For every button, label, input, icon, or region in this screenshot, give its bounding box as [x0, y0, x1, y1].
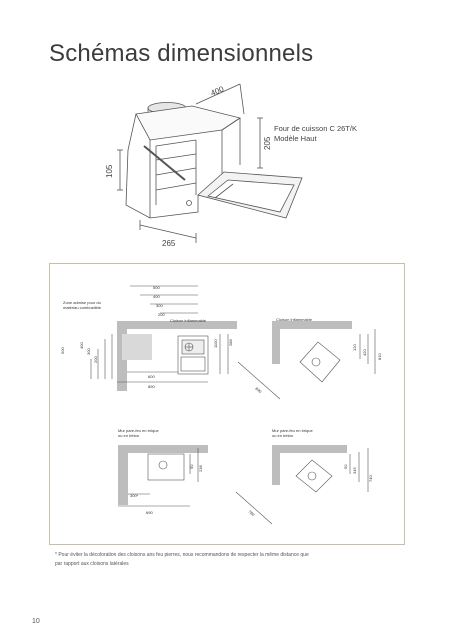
zone-label-line2: matériau combustible — [63, 305, 102, 310]
d4-wall-label-line2: ou en béton — [272, 433, 293, 438]
clearance-diagrams-panel: Zone admise pour du matériau combustible… — [49, 263, 405, 545]
d1-dim-600: 600 — [148, 374, 155, 379]
d3-dim-238: 238 — [198, 465, 203, 472]
d1-side-500: 500 — [60, 347, 65, 354]
footnote-line2: par rapport aux cloisons latérales — [55, 561, 129, 567]
d4-dim-780: 780 — [247, 509, 256, 518]
d1-dim-890: 890 — [148, 384, 155, 389]
oven-perspective-drawing: 400 205 105 265 — [105, 83, 303, 248]
clearance-diagrams-svg: Zone admise pour du matériau combustible… — [60, 285, 382, 525]
d1-dim-1100: 1100 — [213, 339, 218, 348]
d3-dim-50: 50 — [189, 464, 194, 469]
d4-dim-50: 50 — [343, 464, 348, 469]
d1-dim-200: 200 — [158, 312, 165, 317]
d2-dim-120: 120 — [352, 344, 357, 351]
oven-model-variant: Modèle Haut — [274, 134, 317, 143]
dim-400-label: 400 — [209, 84, 225, 98]
d4-dim-345: 345 — [352, 467, 357, 474]
d2-dim-890: 890 — [254, 386, 263, 395]
d1-dim-400: 400 — [153, 294, 160, 299]
d1-side-400: 400 — [79, 342, 84, 349]
oven-model-name: Four de cuisson C 26T/K — [274, 124, 357, 133]
footnote-line1: * Pour éviter la décoloration des cloiso… — [55, 552, 309, 558]
d3-dim-690: 690 — [146, 510, 153, 515]
dim-205-label: 205 — [263, 136, 272, 150]
page-title: Schémas dimensionnels — [49, 40, 314, 67]
d4-wall-label-line1: Mur pare-feu en brique — [272, 428, 313, 433]
d1-wall-label: Cloison inflammable — [170, 318, 207, 323]
d1-side-200: 200 — [93, 356, 98, 363]
zone-label-line1: Zone admise pour du — [63, 300, 101, 305]
dim-105-label: 105 — [105, 164, 114, 178]
dim-265-label: 265 — [162, 239, 176, 248]
footnote: * Pour éviter la décoloration des cloiso… — [55, 551, 375, 569]
d1-side-300: 300 — [86, 348, 91, 355]
oven-caption: Four de cuisson C 26T/K Modèle Haut — [274, 124, 357, 144]
d4-dim-740: 740 — [368, 475, 373, 482]
d1-dim-500: 500 — [153, 285, 160, 290]
d3-wall-label-line1: Mur pare-feu en brique — [118, 428, 159, 433]
page-number: 10 — [32, 618, 40, 625]
d2-dim-810: 810 — [377, 353, 382, 360]
d1-dim-300: 300 — [156, 303, 163, 308]
d3-dim-300: 300* — [130, 493, 139, 498]
d3-wall-label-line2: ou en béton — [118, 433, 139, 438]
d2-wall-label: Cloison inflammable — [276, 317, 313, 322]
d2-dim-420: 420 — [362, 349, 367, 356]
d1-dim-288: 288 — [228, 339, 233, 346]
